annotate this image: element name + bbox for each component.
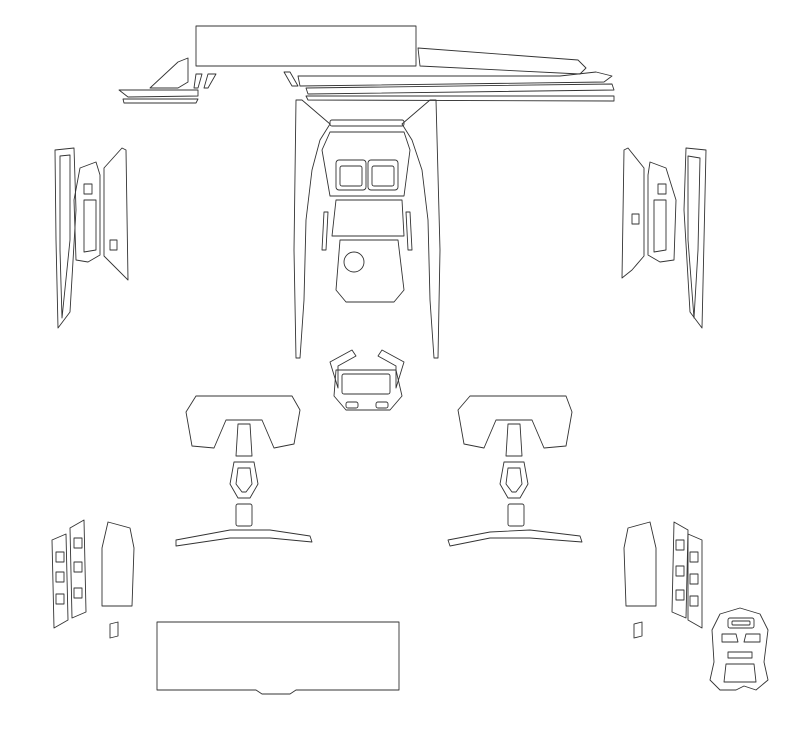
rear-left-outer-switch-1 [55,551,65,563]
cupholder-left-inner [339,165,363,187]
rear-left-inner-switch-3 [73,587,83,599]
console-left-rail [293,99,331,359]
rear-left-inner-switch-2 [73,561,83,573]
rear-left-door-panel [51,519,135,639]
right-steering-wheel [447,395,583,547]
rear-left-outer-switch-2 [55,571,65,583]
console-rotary-knob [343,251,365,273]
front-left-pocket-cutout [109,239,118,251]
front-right-door-pocket [621,147,645,279]
front-right-door-switch-panel [647,161,677,263]
left-steering-wheel [175,395,313,547]
right-wheel-top-pad [457,395,573,449]
front-left-door-outer-strip [54,147,77,329]
dash-right-long-wing [417,47,587,75]
front-left-armrest-inset [83,199,97,253]
rear-left-outer-strip [51,533,69,629]
cupholder-left [335,159,367,191]
rear-right-outer-switch-1 [689,551,699,563]
rear-right-outer-switch-2 [689,573,699,585]
dashboard-top-screen-film [195,25,417,67]
instrument-cluster-film [156,621,400,695]
dash-right-strip-1 [297,71,613,87]
cupholder-right [367,159,399,191]
right-wheel-hub-inner [505,467,523,493]
rear-climate-button-right [743,633,761,643]
armrest-usb-right [375,401,389,409]
rear-right-inner-switch-2 [675,565,685,577]
front-right-switch-1 [657,183,667,195]
rear-left-inner-switch-1 [73,537,83,549]
right-wheel-spoke-upper [505,423,523,457]
front-right-door-outer-strip [683,147,707,329]
left-wheel-spoke-upper [235,423,253,457]
console-mid-panel [331,199,405,237]
rear-climate-display-inner [731,620,751,626]
left-wheel-hub-inner [235,467,253,493]
cupholder-right-inner [371,165,395,187]
front-left-door-panel [54,147,129,329]
right-wheel-bottom-rim [447,529,583,547]
rear-right-outer-switch-3 [689,595,699,607]
left-wheel-lower-spoke [235,503,253,527]
console-left-slot [321,211,329,251]
front-right-door-panel [621,147,707,329]
front-left-door-switch-panel [73,161,101,263]
front-right-armrest-inset [653,199,667,253]
right-wheel-hub [499,461,529,499]
front-right-pocket-cutout [631,213,640,225]
armrest-left-arm [329,349,357,389]
console-shifter-panel [335,239,405,303]
rear-right-outer-strip [687,533,703,629]
dash-left-strip-1 [118,89,199,98]
rear-climate-outline [709,607,769,691]
console-right-rail [401,99,441,359]
rear-climate-button-left [721,633,739,643]
left-wheel-top-pad [185,395,301,449]
front-left-switch-1 [83,183,93,195]
right-wheel-lower-spoke [507,503,525,527]
dash-left-strip-2 [122,98,199,104]
front-left-door-inner-strip [59,154,71,319]
rear-right-inner-strip [671,521,689,619]
front-right-door-inner-strip [687,155,701,319]
rear-right-door-panel [623,521,703,639]
left-wheel-hub [229,461,259,499]
dash-right-strip-3 [305,95,615,102]
dash-right-small-slat [283,71,299,87]
dashboard-trim-left [118,57,217,104]
console-right-slot [405,211,413,251]
dash-left-wedge [149,57,189,89]
armrest-right-arm [377,349,405,389]
rear-left-outer-switch-3 [55,593,65,605]
armrest-tray-inner [341,373,391,395]
rear-right-door-pocket [623,521,657,607]
left-wheel-bottom-rim [175,529,313,547]
rear-right-inner-switch-3 [675,589,685,601]
dash-right-strip-2 [305,83,615,95]
dash-left-small-slat-1 [193,73,203,89]
rear-climate-lower-vent [723,663,757,683]
rear-left-small-clip [109,621,119,639]
rear-climate-slider [727,651,753,659]
console-upper-panel [321,131,411,197]
center-armrest-storage [329,349,405,411]
rear-right-inner-switch-1 [675,539,685,551]
rear-left-inner-strip [69,519,87,619]
dashboard-trim-right [283,47,615,102]
console-top-strip [329,119,405,127]
instrument-cluster-outline [156,621,400,695]
armrest-usb-left [345,401,359,409]
armrest-tray-outer [333,369,403,411]
center-console-film [293,99,441,359]
dash-left-small-slat-2 [203,73,217,89]
rear-climate-panel [709,607,769,691]
rear-right-small-clip [633,621,643,639]
rear-left-door-pocket [101,521,135,607]
front-left-door-pocket [103,147,129,281]
center-screen-outline [195,25,417,67]
rear-climate-display [727,617,755,629]
